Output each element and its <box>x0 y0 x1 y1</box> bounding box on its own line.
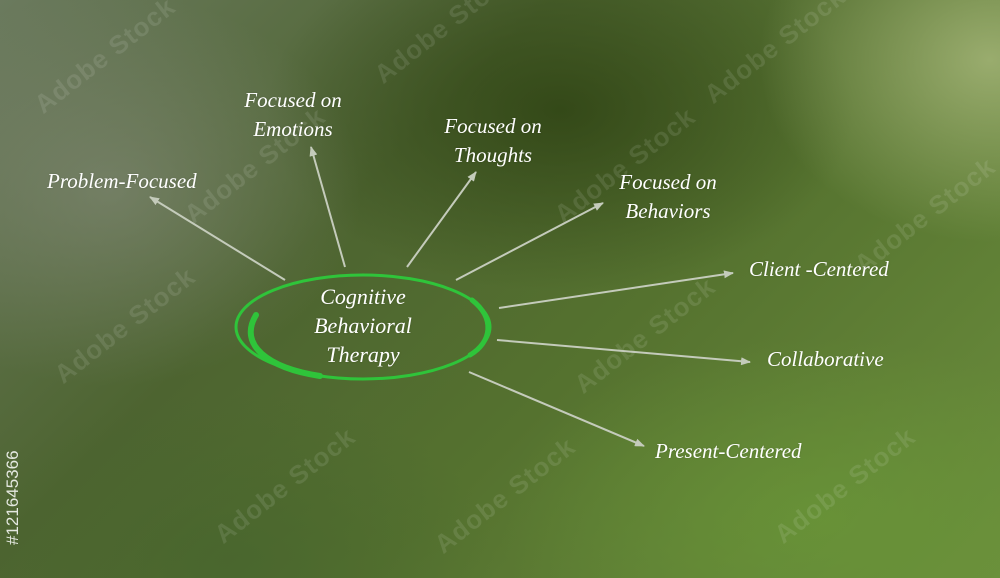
arrow-focused-on-emotions <box>309 146 346 268</box>
arrow-focused-on-behaviors <box>455 202 604 281</box>
branch-label-client-centered: Client -Centered <box>749 255 889 284</box>
center-label: Cognitive Behavioral Therapy <box>288 282 438 369</box>
branch-label-line: Behaviors <box>625 199 711 223</box>
center-label-line: Cognitive <box>320 284 406 309</box>
branch-label-line: Focused on <box>244 88 342 112</box>
branch-label-problem-focused: Problem-Focused <box>47 167 197 196</box>
branch-label-focused-on-behaviors: Focused on Behaviors <box>593 168 743 226</box>
branch-label-line: Emotions <box>253 117 333 141</box>
arrow-collaborative <box>496 339 751 366</box>
arrow-focused-on-thoughts <box>406 171 477 268</box>
arrow-present-centered <box>468 371 645 447</box>
branch-label-line: Focused on <box>444 114 542 138</box>
arrow-client-centered <box>498 270 734 309</box>
center-ellipse <box>234 273 492 381</box>
branch-label-focused-on-thoughts: Focused on Thoughts <box>418 112 568 170</box>
branch-label-collaborative: Collaborative <box>767 345 884 374</box>
branch-label-focused-on-emotions: Focused on Emotions <box>218 86 368 144</box>
branch-label-line: Thoughts <box>453 143 533 167</box>
branch-label-line: Focused on <box>619 170 717 194</box>
branch-label-line: Present-Centered <box>655 439 802 463</box>
branch-label-line: Problem-Focused <box>47 169 197 193</box>
branch-label-present-centered: Present-Centered <box>655 437 802 466</box>
center-label-line: Therapy <box>326 342 400 367</box>
branch-label-line: Client -Centered <box>749 257 889 281</box>
center-label-line: Behavioral <box>314 313 412 338</box>
arrow-problem-focused <box>149 196 286 281</box>
branch-label-line: Collaborative <box>767 347 884 371</box>
